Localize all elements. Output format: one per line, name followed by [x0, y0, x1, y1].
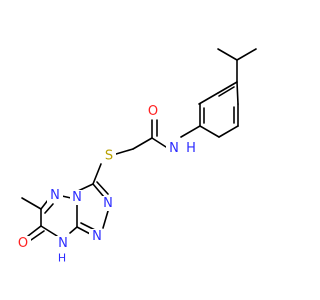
- bond: [102, 210, 109, 229]
- bond-inner: [218, 86, 235, 97]
- label-bg: [145, 104, 161, 119]
- atom-labels: N H O S N N N N N H O: [15, 104, 198, 265]
- bond: [115, 148, 134, 155]
- atom-nh-n: N: [58, 236, 68, 251]
- bond: [236, 81, 239, 105]
- label-bg: [70, 190, 86, 205]
- bond: [40, 199, 49, 210]
- bond: [132, 137, 153, 150]
- bond: [217, 81, 238, 94]
- bond: [198, 92, 219, 105]
- label-bg: [184, 141, 198, 156]
- bond: [27, 225, 42, 237]
- bond: [151, 137, 167, 148]
- bond: [217, 48, 238, 61]
- bond: [92, 183, 105, 198]
- label-bg: [47, 188, 63, 203]
- bond: [21, 197, 42, 210]
- atom-n4: N: [50, 188, 60, 203]
- atom-nh-h: H: [58, 252, 66, 265]
- bond: [30, 230, 45, 241]
- molecular-structure-diagram: N H O S N N N N N H O: [15, 48, 257, 265]
- label-bg: [166, 141, 182, 156]
- atom-amide-o: O: [148, 104, 158, 119]
- atom-amide-h: H: [186, 141, 196, 156]
- label-bg: [102, 148, 116, 164]
- label-bg: [55, 251, 69, 265]
- atom-n3: N: [92, 229, 102, 244]
- bonds: [21, 48, 257, 241]
- bond: [180, 125, 201, 138]
- atom-n2: N: [103, 196, 113, 211]
- bond: [199, 125, 220, 138]
- bond: [96, 181, 109, 195]
- atom-amide-n: N: [169, 141, 179, 156]
- label-bg: [101, 196, 117, 211]
- atom-ring-o: O: [18, 236, 28, 251]
- bond: [44, 203, 54, 214]
- label-bg: [15, 236, 31, 251]
- bond: [69, 226, 78, 234]
- bond: [61, 195, 72, 199]
- bond: [92, 163, 102, 185]
- label-bg: [55, 236, 71, 251]
- bond: [236, 48, 257, 61]
- atom-sulfur: S: [105, 149, 113, 164]
- label-bg: [89, 229, 105, 244]
- bond: [40, 225, 58, 237]
- bond: [218, 125, 239, 138]
- bond: [77, 183, 94, 192]
- atom-n1: N: [72, 190, 82, 205]
